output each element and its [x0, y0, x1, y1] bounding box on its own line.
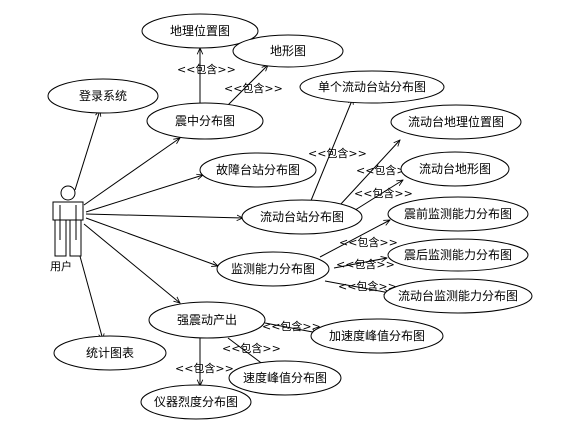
- incl-monitor-mobile: [324, 280, 390, 293]
- assoc-epicenter: [83, 138, 180, 206]
- use-case-epicenter-distribution[interactable]: [146, 102, 264, 140]
- use-case-label: 震后监测能力分布图: [404, 248, 512, 262]
- use-case-label: 监测能力分布图: [231, 262, 315, 276]
- use-case-label: 地形图: [270, 44, 306, 58]
- include-label: <<包含>>: [336, 257, 395, 271]
- assoc-login: [74, 110, 100, 191]
- use-case-mobile-station-distribution[interactable]: [241, 199, 363, 235]
- use-case-label: 单个流动台站分布图: [318, 79, 426, 94]
- use-case-label: 地理位置图: [170, 23, 230, 38]
- use-case-mobile-capability[interactable]: [383, 278, 533, 314]
- incl-mobile-single: [309, 98, 353, 204]
- use-case-label: 故障台站分布图: [216, 162, 300, 177]
- use-case-geo-location[interactable]: [141, 13, 259, 49]
- actor-label: 用户: [50, 259, 72, 273]
- use-case-acceleration-peak[interactable]: [310, 318, 444, 354]
- assoc-faulty: [85, 175, 203, 213]
- use-case-label: 统计图表: [86, 346, 134, 360]
- include-label: <<包含>>: [354, 186, 413, 200]
- use-case-label: 流动台站分布图: [260, 209, 344, 224]
- use-case-mobile-geo[interactable]: [390, 104, 522, 140]
- use-case-label: 速度峰值分布图: [243, 370, 327, 385]
- assoc-strong-motion: [83, 223, 180, 303]
- use-case-velocity-peak[interactable]: [228, 360, 342, 396]
- include-label: <<包含>>: [308, 146, 367, 160]
- use-case-post-quake-capability[interactable]: [387, 238, 529, 272]
- use-case-single-mobile-station[interactable]: [299, 70, 445, 104]
- assoc-monitoring: [85, 217, 218, 266]
- use-case-label: 强震动产出: [177, 313, 237, 327]
- use-case-label: 流动台地理位置图: [408, 114, 504, 129]
- include-label: <<包含>>: [356, 163, 415, 177]
- use-case-label: 登录系统: [79, 88, 127, 103]
- incl-epicenter-terrain: [227, 65, 268, 106]
- use-case-label: 仪器烈度分布图: [154, 394, 238, 409]
- include-label: <<包含>>: [175, 361, 234, 375]
- include-label: <<包含>>: [339, 235, 398, 249]
- use-case-label: 流动台地形图: [419, 161, 491, 176]
- incl-monitor-pre: [319, 220, 390, 258]
- use-case-login[interactable]: [47, 78, 159, 114]
- actor-body: [52, 201, 84, 221]
- use-case-strong-motion[interactable]: [148, 301, 266, 339]
- incl-monitor-post: [333, 258, 387, 269]
- assoc-mobile-station: [85, 213, 243, 218]
- use-cases: [47, 13, 533, 420]
- use-case-intensity[interactable]: [140, 384, 252, 420]
- use-case-label: 流动台监测能力分布图: [398, 288, 518, 303]
- use-case-terrain[interactable]: [232, 34, 344, 68]
- actor-user[interactable]: [52, 185, 84, 257]
- incl-strong-accel: [264, 322, 318, 333]
- use-case-faulty-station[interactable]: [199, 152, 317, 188]
- include-label: <<包含>>: [262, 319, 321, 333]
- use-case-pre-quake-capability[interactable]: [387, 196, 529, 232]
- incl-mobile-terrain: [351, 180, 403, 213]
- include-label: <<包含>>: [222, 341, 281, 355]
- include-label: <<包含>>: [177, 62, 236, 76]
- incl-mobile-geo: [339, 140, 400, 206]
- use-case-label: 震中分布图: [175, 113, 235, 128]
- include-labels: <<包含>> <<包含>> <<包含>> <<包含>> <<包含>> <<包含>…: [175, 62, 415, 375]
- use-case-labels: 地理位置图 地形图 登录系统 单个流动台站分布图 震中分布图 流动台地理位置图 …: [79, 23, 518, 409]
- use-case-mobile-terrain[interactable]: [400, 151, 510, 187]
- use-case-statistics[interactable]: [53, 335, 167, 371]
- use-case-monitoring-capability[interactable]: [216, 251, 330, 287]
- include-relations: [200, 48, 403, 386]
- use-case-label: 震前监测能力分布图: [404, 206, 512, 221]
- actor-head: [60, 185, 76, 201]
- include-label: <<包含>>: [224, 81, 283, 95]
- include-label: <<包含>>: [338, 279, 397, 293]
- use-case-label: 加速度峰值分布图: [329, 328, 425, 343]
